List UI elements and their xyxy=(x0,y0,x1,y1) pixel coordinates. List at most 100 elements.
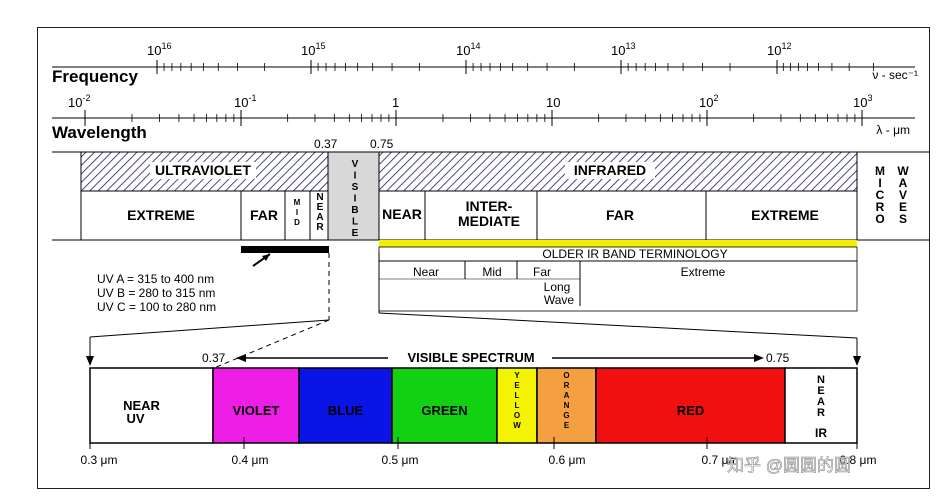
axis-0.3: 0.3 μm xyxy=(81,453,118,467)
uv-mid-letter: I xyxy=(296,208,298,217)
ir-extreme-label: EXTREME xyxy=(751,207,819,223)
wavelength-axis: 10-2 10-1 1 10 102 103 Wavelength λ - μm xyxy=(52,93,915,142)
uv-near-letter: N xyxy=(316,192,323,203)
wl-tick-1e3: 103 xyxy=(853,93,872,110)
segment-label: BLUE xyxy=(328,403,364,418)
visible-letter: L xyxy=(352,217,358,228)
micro-letter: C xyxy=(876,188,885,202)
frequency-title: Frequency xyxy=(52,67,139,86)
axis-0.5: 0.5 μm xyxy=(382,453,419,467)
wl-tick-1: 1 xyxy=(392,95,399,110)
infrared-label: INFRARED xyxy=(574,162,646,178)
freq-tick-1e12: 1012 xyxy=(767,41,791,58)
segment-letter: N xyxy=(564,401,570,410)
visible-letter: I xyxy=(354,171,357,182)
near-ir-letter: A xyxy=(817,396,825,408)
segment-label: VIOLET xyxy=(233,403,280,418)
uv-a-range: UV A = 315 to 400 nm xyxy=(97,272,214,286)
visible-spectrum-title: VISIBLE SPECTRUM xyxy=(407,350,534,365)
ir-near-label: NEAR xyxy=(382,206,422,222)
older-ir-far: Far xyxy=(533,265,551,279)
visible-letter: E xyxy=(352,228,359,239)
uv-extreme-label: EXTREME xyxy=(127,207,195,223)
frequency-axis: 1016 1015 1014 1013 1012 Frequency ν - s… xyxy=(52,41,918,86)
visible-axis: 0.3 μm 0.4 μm 0.5 μm 0.6 μm 0.7 μm 0.8 μ… xyxy=(81,437,877,467)
ir-far-label: FAR xyxy=(606,207,634,223)
visible-letter: I xyxy=(354,194,357,205)
near-ir-letter: E xyxy=(817,385,824,397)
connector-right xyxy=(378,312,858,339)
visible-vertical-label: VISIBLE xyxy=(351,159,358,239)
older-ir-terminology: OLDER IR BAND TERMINOLOGY Near Mid Far L… xyxy=(378,240,858,312)
micro-letter: R xyxy=(876,200,885,214)
near-ir-ir: IR xyxy=(815,426,827,440)
segment-orange xyxy=(536,367,597,444)
waves-letter: A xyxy=(899,176,908,190)
marker-037: 0.37 xyxy=(314,137,338,151)
older-ir-long: Long xyxy=(544,280,571,294)
near-ir-letter: N xyxy=(817,374,825,386)
waves-letter: E xyxy=(899,200,907,214)
visible-spectrum-left: 0.37 xyxy=(202,351,226,365)
segment-letter: L xyxy=(515,391,520,400)
micro-letter: M xyxy=(875,164,885,178)
older-ir-bar xyxy=(379,240,857,247)
wavelength-title: Wavelength xyxy=(52,123,147,142)
near-ir-letter: R xyxy=(817,407,825,419)
freq-tick-1e15: 1015 xyxy=(301,41,325,58)
axis-0.8: 0.8 μm xyxy=(840,453,877,467)
segment-letter: Y xyxy=(514,371,520,380)
watermark: 知乎 @圆圆的圆 xyxy=(727,456,851,475)
uv-near-letter: A xyxy=(316,212,323,223)
near-uv-label: NEAR xyxy=(123,398,160,413)
segment-letter: E xyxy=(514,381,520,390)
frequency-unit: ν - sec⁻¹ xyxy=(872,68,918,82)
segment-letter: O xyxy=(514,411,520,420)
wl-tick-1e-1: 10-1 xyxy=(234,93,256,110)
older-ir-mid: Mid xyxy=(482,265,501,279)
visible-band xyxy=(327,151,380,241)
micro-letter: O xyxy=(875,212,884,226)
waves-letter: V xyxy=(899,188,907,202)
micro-letter: I xyxy=(878,176,881,190)
wl-tick-1e-2: 10-2 xyxy=(68,93,90,110)
uv-mid-letter: D xyxy=(294,218,300,227)
waves-letter: W xyxy=(897,164,909,178)
older-ir-wave: Wave xyxy=(544,293,575,307)
segment-letter: A xyxy=(564,391,570,400)
ir-intermediate-label-2: MEDIATE xyxy=(458,213,520,229)
near-uv-label: UV xyxy=(126,411,144,426)
segment-letter: R xyxy=(564,381,570,390)
freq-tick-1e14: 1014 xyxy=(456,41,480,58)
marker-075: 0.75 xyxy=(370,137,394,151)
visible-spectrum-right: 0.75 xyxy=(766,351,790,365)
spectrum-bands: ULTRAVIOLET INFRARED VISIBLE EXTREME FAR… xyxy=(52,151,930,241)
visible-letter: S xyxy=(352,182,359,193)
wl-tick-10: 10 xyxy=(546,95,560,110)
older-ir-near: Near xyxy=(413,265,439,279)
uv-range-bar xyxy=(241,246,329,253)
uv-near-letter: E xyxy=(317,202,324,213)
older-ir-extreme: Extreme xyxy=(681,265,726,279)
visible-letter: B xyxy=(351,205,358,216)
segment-near-ir xyxy=(784,367,858,444)
uv-b-range: UV B = 280 to 315 nm xyxy=(97,286,215,300)
uv-mid-label: MID xyxy=(294,198,301,227)
segment-letter: G xyxy=(563,411,569,420)
freq-tick-1e16: 1016 xyxy=(147,41,171,58)
segment-letter: O xyxy=(563,371,569,380)
diagram-frame xyxy=(37,27,930,489)
visible-spectrum-header: 0.37 0.75 VISIBLE SPECTRUM xyxy=(202,350,790,365)
axis-0.4: 0.4 μm xyxy=(232,453,269,467)
connector-left xyxy=(89,319,330,338)
segment-violet xyxy=(212,367,300,444)
segment-label: RED xyxy=(677,403,704,418)
segment-label: GREEN xyxy=(421,403,467,418)
uv-far-label: FAR xyxy=(250,207,278,223)
uv-mid-letter: M xyxy=(294,198,301,207)
wl-tick-1e2: 102 xyxy=(699,93,718,110)
older-ir-title: OLDER IR BAND TERMINOLOGY xyxy=(542,247,727,261)
